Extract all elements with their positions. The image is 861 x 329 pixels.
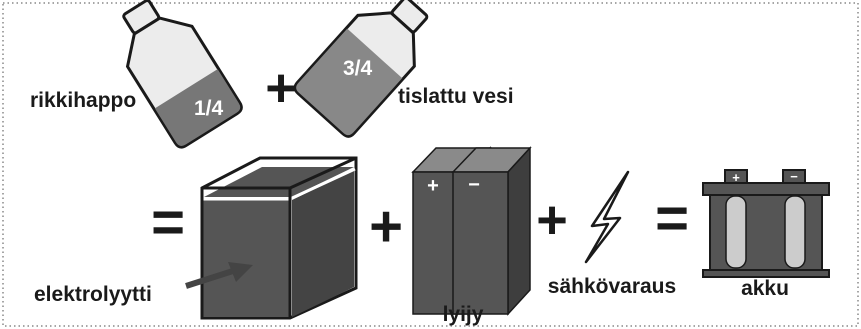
arrow-icon: [185, 262, 253, 289]
battery-plus-sign: +: [732, 170, 740, 185]
electrolyte-label: elektrolyytti: [34, 283, 152, 306]
charge-label: sähkövaraus: [548, 275, 676, 298]
equals-sign-1: =: [151, 190, 185, 255]
battery-icon: + −: [702, 169, 830, 278]
plus-sign-plates: +: [369, 194, 403, 259]
lead-label: lyijy: [443, 303, 484, 326]
acid-label: rikkihappo: [30, 89, 136, 112]
water-label: tislattu vesi: [398, 85, 514, 108]
electrolyte-container: [200, 156, 358, 320]
acid-fraction-label: 1/4: [194, 97, 224, 120]
plate-minus-sign: −: [468, 174, 480, 196]
plate-plus-sign: +: [427, 175, 439, 197]
lightning-bolt-icon: [584, 170, 630, 264]
battery-label: akku: [741, 277, 789, 300]
acid-bottle-icon: [122, 0, 243, 149]
lead-plate-negative: [451, 146, 532, 316]
battery-minus-sign: −: [790, 169, 798, 184]
water-bottle-icon: [293, 0, 429, 138]
equals-sign-2: =: [655, 186, 689, 251]
water-fraction-label: 3/4: [343, 57, 373, 80]
plus-sign-bottles: +: [265, 58, 297, 118]
plus-sign-charge: +: [536, 190, 568, 250]
